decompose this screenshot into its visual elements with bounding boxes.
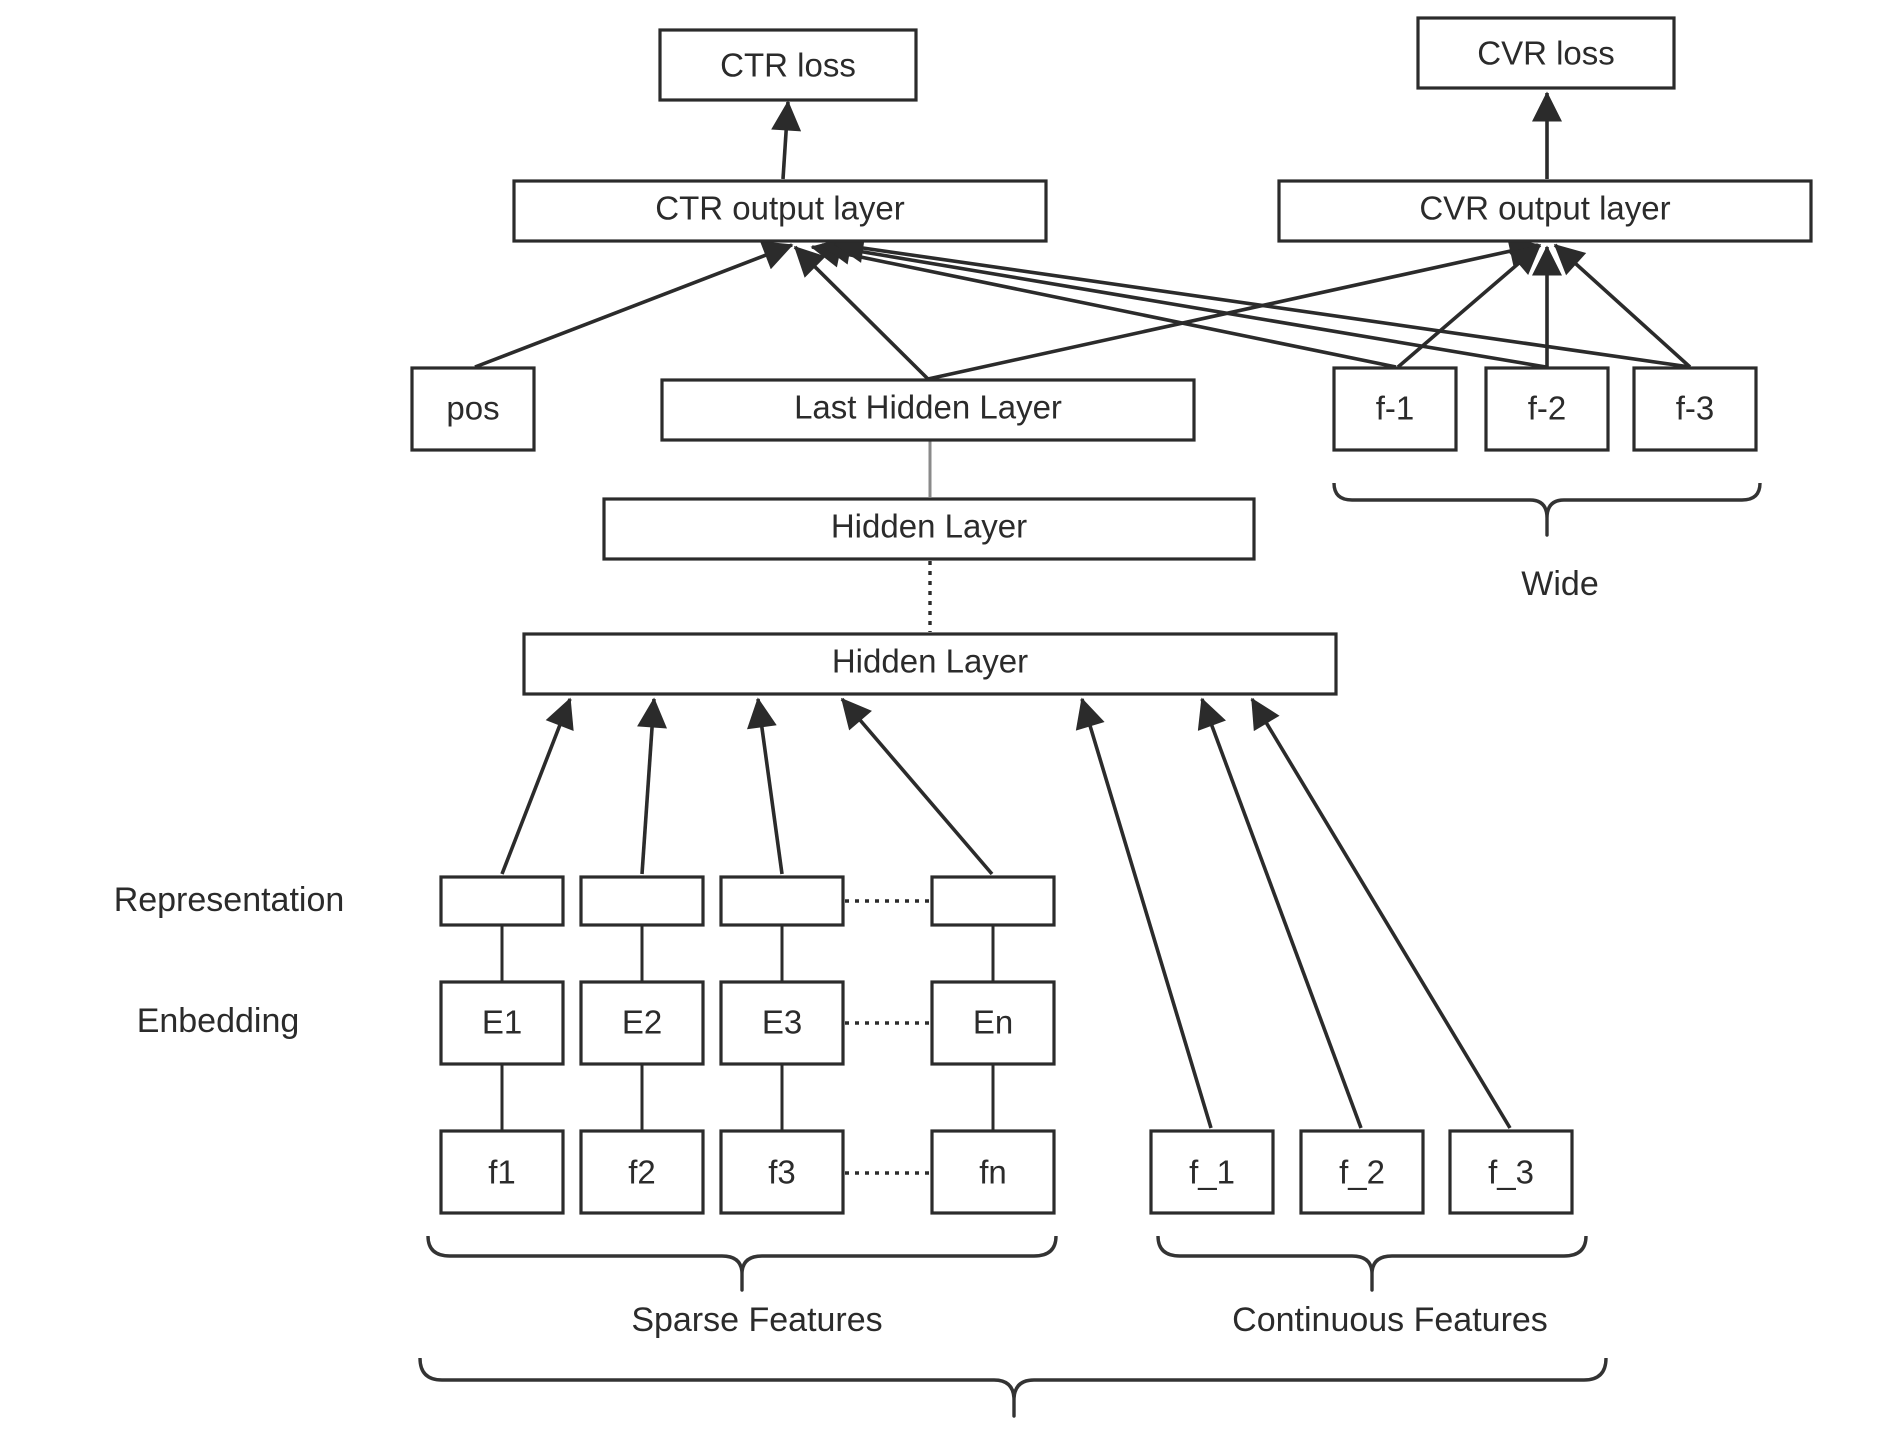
pos-label: pos (446, 390, 499, 427)
cont-f3-label: f_3 (1488, 1154, 1534, 1191)
hidden-lower-label: Hidden Layer (832, 643, 1028, 680)
all-features-brace (418, 1357, 1608, 1418)
edge-rep2-to-hidden (637, 697, 668, 875)
node-sparse-f2: f2 (579, 1129, 705, 1215)
cont-f1-label: f_1 (1189, 1154, 1235, 1191)
node-ctr-loss: CTR loss (658, 28, 918, 102)
wide-brace (1332, 482, 1762, 537)
representation-box-2 (579, 875, 705, 927)
node-sparse-f1: f1 (439, 1129, 565, 1215)
edge-rep3-to-hidden (747, 697, 784, 875)
representation-box-1 (439, 875, 565, 927)
wide-f3-label: f-3 (1676, 390, 1715, 427)
representation-box-n (930, 875, 1056, 927)
node-sparse-fn: fn (930, 1129, 1056, 1215)
ctr-output-label: CTR output layer (655, 190, 904, 227)
cvr-output-label: CVR output layer (1419, 190, 1670, 227)
representation-label: Representation (114, 881, 345, 919)
edge-last-hidden-to-cvr (927, 236, 1540, 381)
node-last-hidden-layer: Last Hidden Layer (660, 378, 1196, 442)
continuous-features-brace (1156, 1235, 1588, 1292)
last-hidden-label: Last Hidden Layer (794, 389, 1062, 426)
edge-cont2-to-hidden (1197, 697, 1363, 1129)
edge-ctr-output-to-loss (771, 100, 802, 180)
edge-cont3-to-hidden (1250, 697, 1512, 1129)
edge-pos-to-ctr (474, 241, 794, 369)
node-wide-f2: f-2 (1484, 366, 1610, 452)
node-embedding-3: E3 (719, 980, 845, 1066)
wide-label: Wide (1521, 565, 1598, 603)
node-hidden-layer-upper: Hidden Layer (602, 497, 1256, 561)
edge-cont1-to-hidden (1075, 697, 1213, 1129)
wide-f1-label: f-1 (1376, 390, 1415, 427)
node-embedding-1: E1 (439, 980, 565, 1066)
emb3-label: E3 (762, 1004, 802, 1041)
embedding-label: Enbedding (137, 1002, 300, 1040)
sparse-features-brace (426, 1235, 1058, 1292)
representation-box-3 (719, 875, 845, 927)
node-cvr-output-layer: CVR output layer (1277, 179, 1813, 243)
emb2-label: E2 (622, 1004, 662, 1041)
edge-repn-to-hidden (840, 697, 994, 876)
node-continuous-f1: f_1 (1149, 1129, 1275, 1215)
hidden-upper-label: Hidden Layer (831, 508, 1027, 545)
edges (474, 91, 1692, 1175)
sparse-fn-label: fn (979, 1154, 1007, 1191)
cvr-loss-label: CVR loss (1477, 35, 1615, 72)
embn-label: En (973, 1004, 1013, 1041)
edge-wide1-to-cvr (1396, 243, 1542, 369)
node-embedding-n: En (930, 980, 1056, 1066)
emb1-label: E1 (482, 1004, 522, 1041)
node-continuous-f3: f_3 (1448, 1129, 1574, 1215)
wide-f2-label: f-2 (1528, 390, 1567, 427)
node-ctr-output-layer: CTR output layer (512, 179, 1048, 243)
node-wide-f1: f-1 (1332, 366, 1458, 452)
node-cvr-loss: CVR loss (1416, 16, 1676, 90)
sparse-features-label: Sparse Features (631, 1301, 882, 1339)
node-continuous-f2: f_2 (1299, 1129, 1425, 1215)
ctr-loss-label: CTR loss (720, 47, 856, 84)
edge-wide3-to-cvr (1553, 243, 1692, 369)
node-hidden-layer-lower: Hidden Layer (522, 632, 1338, 696)
node-embedding-2: E2 (579, 980, 705, 1066)
edge-rep1-to-hidden (500, 697, 574, 875)
node-wide-f3: f-3 (1632, 366, 1758, 452)
cont-f2-label: f_2 (1339, 1154, 1385, 1191)
edge-last-hidden-to-ctr (793, 245, 930, 381)
continuous-features-label: Continuous Features (1232, 1301, 1548, 1339)
edge-wide1-to-ctr (810, 238, 1397, 369)
node-pos: pos (410, 366, 536, 452)
node-sparse-f3: f3 (719, 1129, 845, 1215)
sparse-f2-label: f2 (628, 1154, 656, 1191)
sparse-f3-label: f3 (768, 1154, 796, 1191)
sparse-f1-label: f1 (488, 1154, 516, 1191)
edge-wide2-to-ctr (820, 234, 1547, 369)
